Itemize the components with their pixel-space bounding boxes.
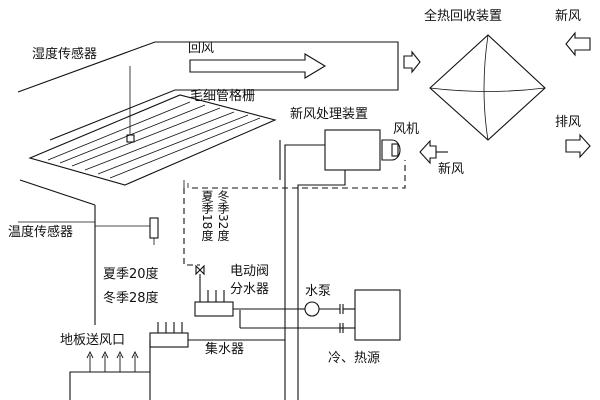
return-air-duct	[17, 41, 399, 141]
fresh-air-unit-box	[324, 129, 381, 171]
fresh-air-unit-label: 新风处理装置	[290, 107, 369, 122]
floor-supply-arrows	[86, 350, 139, 372]
fresh-air-in-arrow	[565, 31, 591, 57]
capillary-grid-label: 毛细管格栅	[190, 89, 256, 104]
distributor-box	[194, 301, 234, 317]
fresh-air-top-label: 新风	[555, 9, 582, 24]
temperature-sensor-box	[149, 217, 159, 239]
summer-18-label: 夏季18度	[200, 190, 214, 242]
fresh-air-mid-label: 新风	[438, 162, 465, 177]
humidity-sensor-box	[126, 134, 135, 143]
winter-32-label: 冬季32度	[216, 190, 230, 242]
pump-label: 水泵	[305, 284, 332, 299]
fresh-air-to-unit-arrow	[419, 139, 437, 165]
fan-label: 风机	[393, 122, 420, 137]
summer-20-label: 夏季20度	[103, 267, 159, 282]
hot-cold-source-box	[354, 289, 401, 341]
exhaust-air-label: 排风	[555, 115, 582, 130]
control-lines	[183, 160, 406, 266]
return-to-recovery-arrow	[403, 50, 421, 74]
humidity-sensor-label: 湿度传感器	[32, 47, 98, 62]
heat-recovery-unit	[429, 34, 546, 141]
floor-supply-outlet-label: 地板送风口	[60, 333, 126, 348]
return-air-label: 回风	[188, 41, 215, 56]
hot-cold-source-label: 冷、热源	[328, 351, 381, 366]
winter-28-label: 冬季28度	[103, 291, 159, 306]
collector-box	[149, 332, 189, 348]
return-air-arrow	[189, 53, 327, 79]
capillary-grid-panel	[28, 94, 277, 186]
pump-symbol	[304, 301, 320, 317]
heat-recovery-label: 全热回收装置	[424, 9, 503, 24]
electric-valve-label: 电动阀	[230, 264, 270, 279]
exhaust-arrow	[565, 133, 591, 159]
electric-valve	[195, 264, 205, 276]
temperature-sensor-label: 温度传感器	[8, 225, 74, 240]
floor-supply-box	[69, 371, 151, 400]
fan-symbol	[381, 139, 401, 161]
capillary-grid-lines	[47, 101, 261, 179]
distributor-label: 分水器	[230, 282, 270, 297]
collector-label: 集水器	[205, 342, 245, 357]
